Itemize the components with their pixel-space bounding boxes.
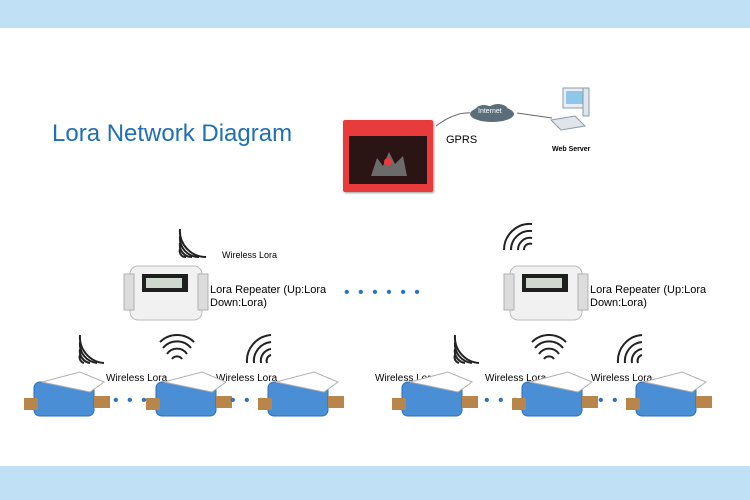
bottom-band [0, 466, 750, 500]
gprs-label: GPRS [446, 134, 478, 146]
internet-label: Internet [478, 108, 502, 115]
top-band [0, 0, 750, 28]
wireless-lora-label: Wireless Lora [106, 373, 168, 384]
water-meter-device [258, 371, 344, 417]
gateway-screen-graphic [371, 152, 407, 176]
wireless-lora-label: Wireless Lora [591, 373, 653, 384]
cloud-icon [470, 104, 514, 122]
water-meter-device [24, 371, 110, 417]
gateway-device [343, 120, 433, 192]
water-meter-device [512, 371, 598, 417]
wifi-signal-icon [178, 228, 207, 259]
repeater-device [503, 265, 589, 321]
wireless-lora-label: Wireless Lora [216, 373, 278, 384]
wifi-signal-icon [453, 334, 480, 364]
wireless-lora-label: Wireless Lora [222, 250, 278, 260]
wifi-signal-icon [245, 334, 272, 364]
wifi-signal-icon [78, 334, 105, 364]
repeater-device [123, 265, 209, 321]
diagram-title: Lora Network Diagram [52, 120, 293, 147]
wifi-signal-icon [616, 334, 643, 364]
wireless-lora-label: Wireless Lora [375, 373, 437, 384]
repeater-label: Lora Repeater (Up:Lora Down:Lora) [590, 284, 707, 309]
dot-separator: • • • • • • [344, 284, 422, 301]
water-meter-device [146, 371, 232, 417]
water-meter-device [626, 371, 712, 417]
repeater-label: Lora Repeater (Up:Lora Down:Lora) [210, 284, 327, 309]
wifi-signal-icon [159, 333, 195, 360]
wireless-lora-label: Wireless Lora [485, 373, 547, 384]
wifi-signal-icon [531, 333, 567, 360]
gateway-screen [349, 136, 427, 184]
web-server-label: Web Server [552, 146, 591, 153]
water-meter-device [392, 371, 478, 417]
wifi-signal-icon [502, 222, 533, 251]
computer-icon [549, 87, 590, 131]
